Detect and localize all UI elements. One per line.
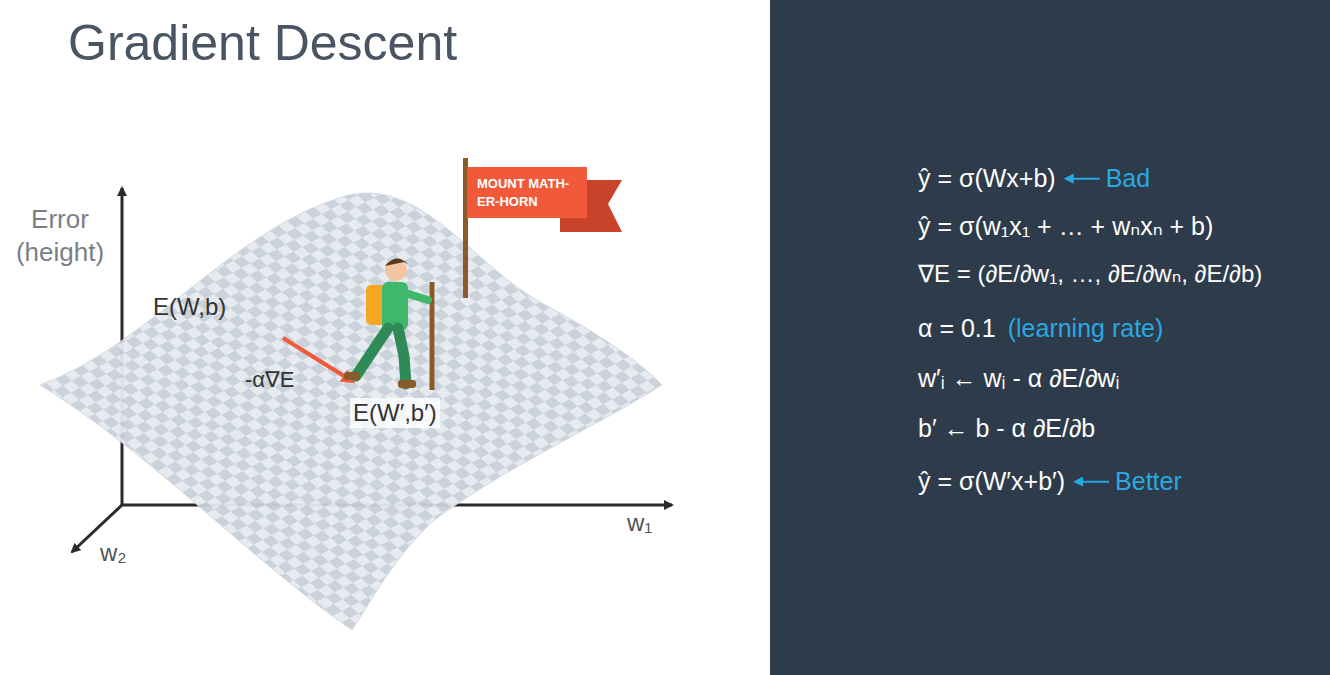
annotation: (learning rate) [1008,313,1164,344]
axis-label: Error (height) [2,203,118,268]
annotation: Better [1115,466,1182,497]
surface-label: E(W,b) [153,292,226,322]
equation: w′ᵢ ← wᵢ - α ∂E/∂wᵢ [918,363,1119,394]
equation: b′ ← b - α ∂E/∂b [918,413,1095,444]
flag-banner: MOUNT MATH-ER-HORN [467,167,587,218]
equation: ŷ = σ(Wx+b) [918,163,1056,194]
annotation: Bad [1106,163,1150,194]
flag-text: MOUNT MATH-ER-HORN [477,175,577,210]
equation: ŷ = σ(W′x+b′) [918,466,1065,497]
equation: ∇E = (∂E/∂w₁, …, ∂E/∂wₙ, ∂E/∂b) [918,259,1262,289]
annotation-arrow [1066,178,1100,180]
hiker [344,258,432,390]
equation: α = 0.1 [918,313,996,344]
step-label: -α∇E [245,366,294,394]
title: Gradient Descent [68,14,457,72]
axis-label: w₁ [627,508,652,538]
axis-label: w₂ [100,538,127,568]
annotation-arrow [1075,481,1109,483]
point-label: E(W′,b′) [350,398,440,428]
equation: ŷ = σ(w₁x₁ + … + wₙxₙ + b) [918,211,1213,242]
